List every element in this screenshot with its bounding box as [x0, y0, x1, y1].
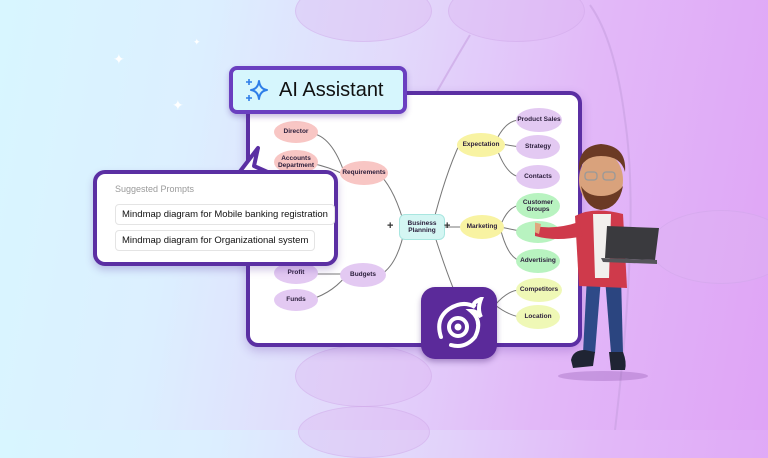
node-marketing[interactable]: Marketing [460, 215, 504, 239]
sparkle-icon [246, 79, 268, 101]
background-connectors [434, 4, 632, 430]
node-contacts[interactable]: Contacts [516, 165, 560, 189]
background-ellipse [650, 210, 768, 284]
sparkle-icon: ✦ [172, 97, 184, 113]
blazor-logo [421, 287, 497, 359]
node-location[interactable]: Location [516, 305, 560, 329]
node-requirements[interactable]: Requirements [340, 161, 388, 185]
node-budgets[interactable]: Budgets [340, 263, 386, 287]
ai-assistant-header: AI Assistant [229, 66, 407, 114]
prompt-chip-mobile-banking[interactable]: Mindmap diagram for Mobile banking regis… [115, 204, 335, 225]
expand-left-button[interactable]: + [387, 220, 394, 232]
sparkle-icon: ✦ [193, 37, 201, 47]
node-strategy[interactable]: Strategy [516, 135, 560, 159]
blazor-at-flame-icon [437, 297, 484, 348]
node-director[interactable]: Director [274, 121, 318, 143]
expand-right-button[interactable]: + [444, 220, 451, 232]
background-ellipse [295, 345, 432, 407]
node-advertising[interactable]: Advertising [516, 249, 560, 273]
presenter-character-illustration [535, 144, 659, 381]
prompt-chip-organizational-system[interactable]: Mindmap diagram for Organizational syste… [115, 230, 316, 251]
node-product-sales[interactable]: Product Sales [516, 108, 562, 132]
node-expectation[interactable]: Expectation [457, 133, 505, 157]
suggested-prompts-label: Suggested Prompts [115, 184, 195, 194]
node-funds[interactable]: Funds [274, 289, 318, 311]
node-competitors[interactable]: Competitors [516, 278, 562, 302]
sparkle-icon: ✦ [113, 51, 125, 67]
suggested-prompts-panel: Suggested Prompts Mindmap diagram for Mo… [93, 170, 338, 266]
node-profit[interactable]: Profit [274, 262, 318, 284]
ai-assistant-title: AI Assistant [279, 78, 384, 101]
